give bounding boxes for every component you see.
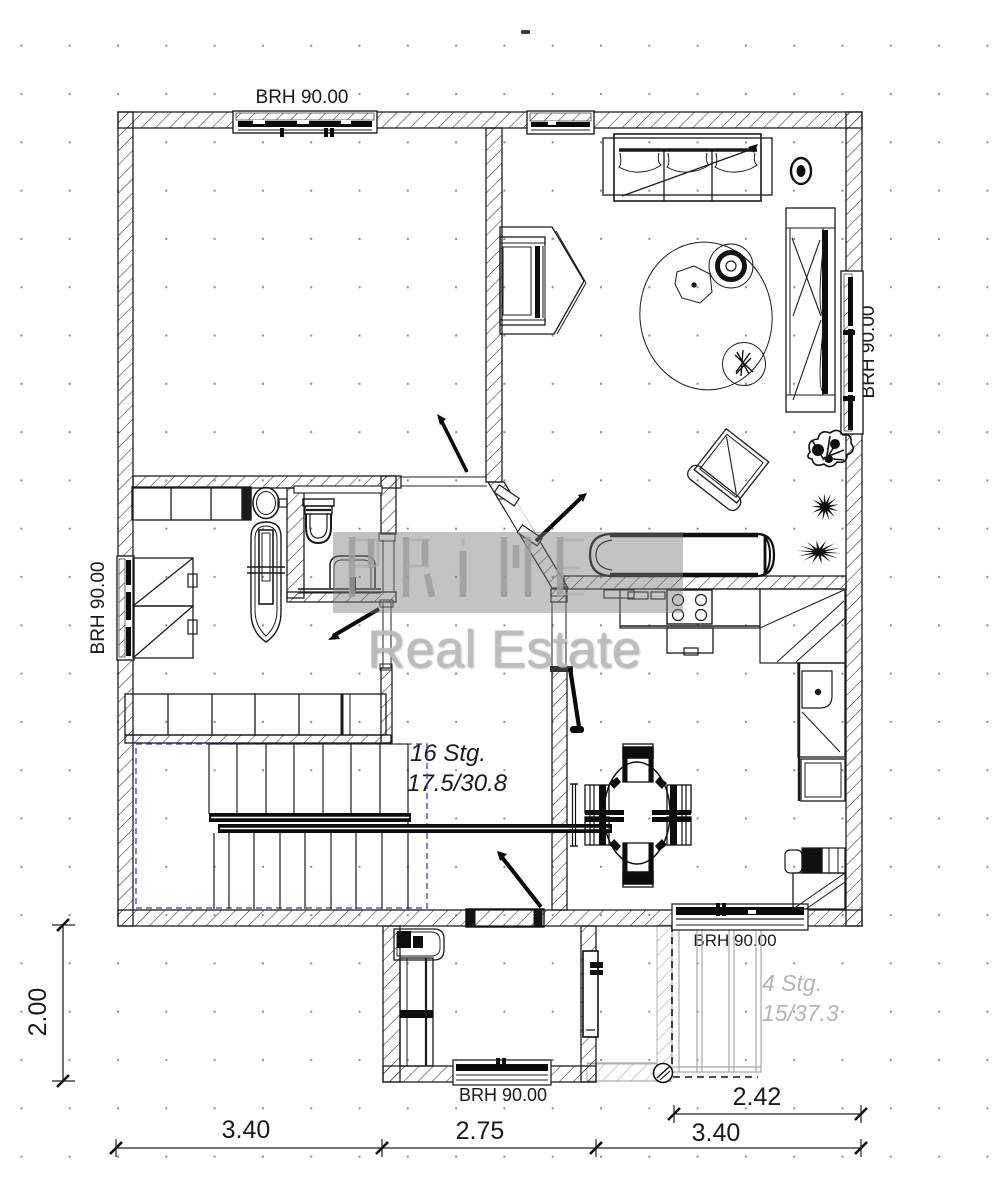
svg-text:4 Stg.: 4 Stg.	[762, 970, 822, 996]
svg-text:3.40: 3.40	[222, 1116, 271, 1144]
svg-text:BRH 90.00: BRH 90.00	[88, 562, 109, 655]
svg-text:BRH 90.00: BRH 90.00	[693, 931, 776, 950]
svg-text:17.5/30.8: 17.5/30.8	[407, 770, 508, 797]
svg-text:BRH 90.00: BRH 90.00	[256, 87, 349, 108]
svg-text:2.42: 2.42	[733, 1083, 782, 1111]
svg-text:15/37.3: 15/37.3	[762, 1000, 839, 1026]
svg-text:BRH 90.00: BRH 90.00	[459, 1085, 547, 1105]
svg-text:Real Estate: Real Estate	[367, 620, 641, 679]
svg-text:2.75: 2.75	[456, 1117, 505, 1145]
svg-text:3.40: 3.40	[692, 1119, 741, 1147]
svg-text:2.00: 2.00	[24, 988, 52, 1037]
svg-text:16 Stg.: 16 Stg.	[410, 740, 486, 767]
svg-text:Real Estate: Real Estate	[368, 621, 642, 680]
